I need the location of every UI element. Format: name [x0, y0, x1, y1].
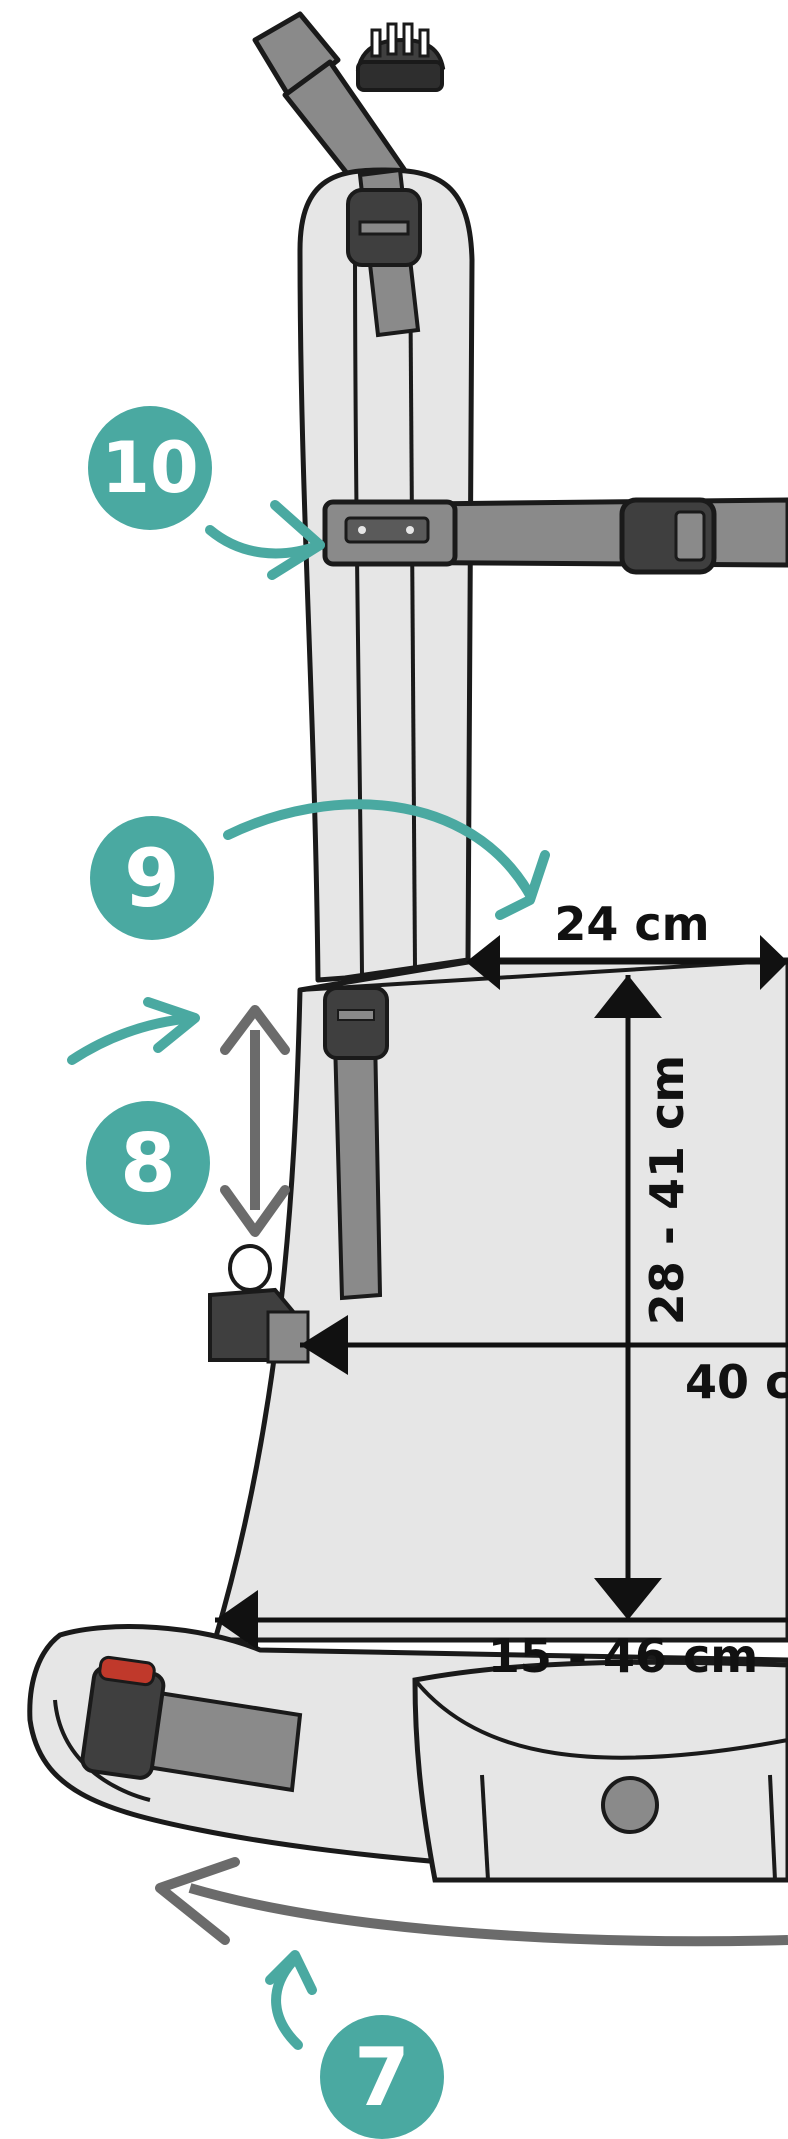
waist-belt [27, 1624, 788, 1883]
body-panel [212, 957, 788, 1643]
svg-text:8: 8 [120, 1117, 176, 1210]
dimension-label-height: 28 - 41 cm [640, 1055, 694, 1325]
release-button-icon [98, 1655, 156, 1687]
badge-10: 10 [88, 406, 212, 530]
badge-8: 8 [86, 1101, 210, 1225]
shoulder-strap [297, 167, 475, 983]
vertical-adjust-arrow [220, 1005, 290, 1237]
dimension-label-top-width: 24 cm [554, 897, 709, 951]
pointer-arrows [67, 500, 550, 2050]
dimension-lines [215, 935, 788, 1650]
svg-text:10: 10 [101, 427, 198, 509]
side-buckle [208, 1244, 310, 1364]
svg-text:9: 9 [124, 832, 180, 925]
belt-wrap-arrow [155, 1857, 788, 1947]
chest-strap [322, 497, 788, 575]
svg-text:7: 7 [354, 2031, 410, 2124]
badge-9: 9 [90, 816, 214, 940]
dimension-label-mid-width: 40 c [685, 1355, 788, 1409]
badge-7: 7 [320, 2015, 444, 2139]
shoulder-strap-top [252, 11, 446, 218]
side-adjust-strap [323, 986, 389, 1301]
dimension-label-bottom-width: 15 - 46 cm [488, 1629, 758, 1683]
buckle-icon [619, 497, 717, 575]
